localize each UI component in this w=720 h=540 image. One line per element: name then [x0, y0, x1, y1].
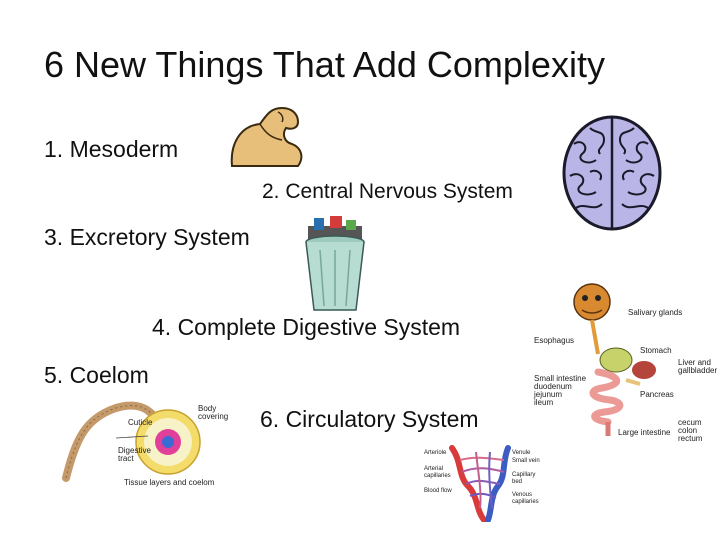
digestive-system-diagram: Salivary glands Esophagus Stomach Liver …: [532, 280, 720, 444]
brain-icon: [562, 115, 662, 231]
item-circulatory-system: 6. Circulatory System: [260, 406, 479, 432]
coelom-diagram: Cuticle Body covering Digestive tract Ti…: [56, 398, 229, 488]
label-jejunum: jejunum: [534, 390, 563, 399]
label-venule: Venule: [512, 450, 531, 456]
label-blood-flow: Blood flow: [424, 488, 452, 494]
label-bed: bed: [512, 479, 523, 485]
label-duodenum: duodenum: [534, 382, 572, 391]
label-tissue-layers: Tissue layers and coelom: [124, 478, 215, 487]
item-mesoderm: 1. Mesoderm: [44, 136, 179, 162]
label-covering: covering: [198, 412, 229, 421]
label-body: Body: [198, 404, 217, 413]
label-rectum: rectum: [678, 434, 703, 443]
label-liver: Liver and: [678, 358, 711, 367]
circulatory-diagram: Arteriole Arterial capillaries Blood flo…: [418, 442, 548, 522]
label-cuticle: Cuticle: [128, 418, 153, 427]
label-tract: tract: [118, 454, 134, 463]
label-arteriole: Arteriole: [424, 450, 447, 456]
label-capillary: Capillary: [512, 472, 536, 478]
label-gallbladder: gallbladder: [678, 366, 718, 375]
label-small-vein: Small vein: [512, 458, 540, 464]
label-ileum: ileum: [534, 398, 554, 407]
label-stomach: Stomach: [640, 346, 672, 355]
label-arterial: Arterial: [424, 466, 444, 472]
label-venous: Venous: [512, 492, 533, 498]
capillary-bed-icon: [449, 445, 511, 522]
label-salivary-glands: Salivary glands: [628, 308, 683, 317]
label-digestive: Digestive: [118, 446, 151, 455]
worm-cross-section-icon: [62, 401, 201, 482]
item-complete-digestive-system: 4. Complete Digestive System: [152, 314, 461, 340]
item-central-nervous-system: 2. Central Nervous System: [262, 180, 513, 203]
label-esophagus: Esophagus: [534, 336, 575, 345]
item-excretory-system: 3. Excretory System: [44, 224, 250, 250]
label-large-intestine: Large intestine: [618, 428, 671, 437]
flexed-arm-icon: [230, 106, 303, 167]
item-coelom: 5. Coelom: [44, 362, 149, 388]
trash-can-icon: [305, 216, 365, 311]
digestive-tract-icon: [573, 283, 656, 436]
label-colon: colon: [678, 426, 698, 435]
label-arterial-capillaries: capillaries: [424, 473, 451, 479]
label-cecum: cecum: [678, 418, 702, 427]
slide-title: 6 New Things That Add Complexity: [44, 44, 605, 85]
label-pancreas: Pancreas: [640, 390, 674, 399]
label-small-intestine: Small intestine: [534, 374, 587, 383]
label-venous-capillaries: capillaries: [512, 499, 539, 505]
